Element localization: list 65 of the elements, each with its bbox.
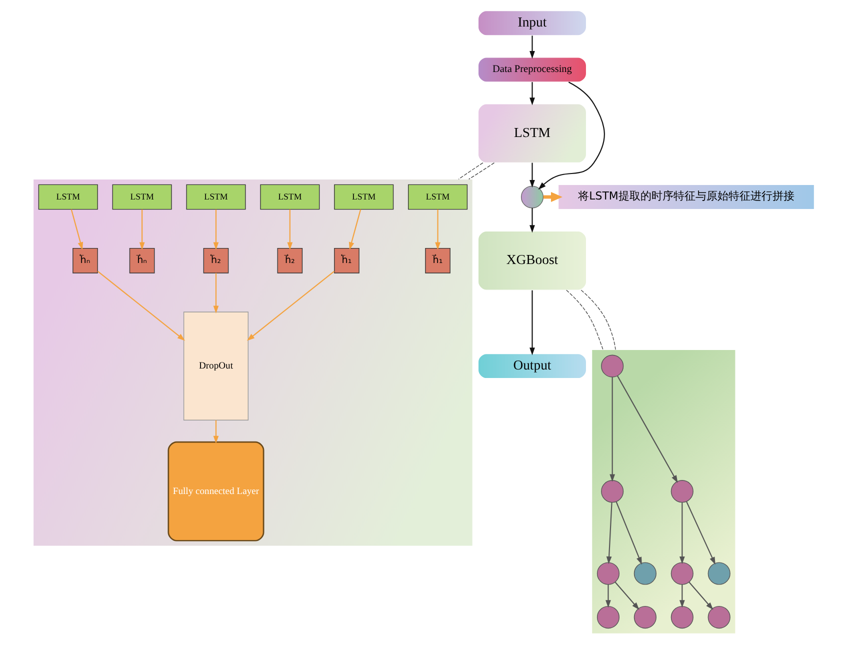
node-box: LSTM (186, 184, 246, 210)
arrow (435, 209, 440, 250)
arrow (616, 376, 678, 483)
arrow (679, 584, 685, 608)
arrow (530, 208, 535, 233)
arrow (287, 209, 293, 250)
arrow (70, 209, 84, 250)
node-box: XGBoost (478, 230, 587, 290)
node-circle (670, 606, 694, 629)
node-box: Data Preprocessing (478, 57, 587, 82)
arrow (606, 584, 611, 608)
connector (468, 162, 495, 180)
arrow (616, 501, 642, 565)
node-circle (596, 606, 620, 629)
arrow (139, 209, 145, 250)
arrow (213, 209, 219, 250)
node-box: h⃗₂ (277, 248, 303, 274)
cluster (591, 349, 736, 634)
node-circle (601, 480, 624, 503)
arrow (543, 192, 562, 202)
arrow (530, 162, 535, 188)
arrow (246, 270, 335, 341)
node-circle (520, 186, 544, 208)
node-box: h⃖₂ (203, 248, 229, 274)
arrow (530, 36, 535, 59)
connector (566, 290, 604, 350)
node-box: Input (478, 10, 587, 36)
node-circle (670, 562, 694, 585)
node-box: LSTM (408, 184, 468, 210)
arrow (606, 502, 612, 564)
node-box: LSTM (260, 184, 320, 210)
arrow (614, 582, 640, 610)
arrow (679, 502, 685, 564)
arrow (530, 290, 535, 356)
node-box: LSTM (334, 184, 394, 210)
node-circle (634, 606, 656, 629)
arrow (213, 420, 219, 444)
arrow (610, 377, 616, 482)
arrow (686, 501, 716, 565)
node-box: LSTM (112, 184, 172, 210)
arrow (348, 209, 362, 250)
cluster (32, 178, 474, 546)
node-circle (670, 480, 694, 503)
node-box: DropOut (183, 312, 248, 420)
node-circle (634, 562, 656, 585)
connector (458, 162, 484, 180)
node-circle (601, 354, 624, 378)
node-circle (708, 606, 730, 629)
arrow (538, 82, 605, 190)
node-box: 将LSTM提取的时序特征与原始特征进行拼接 (558, 184, 815, 210)
node-box: h⃖₁ (334, 248, 360, 274)
arrow (97, 270, 186, 341)
connector (580, 290, 616, 350)
node-box: Output (478, 353, 587, 379)
node-circle (708, 562, 730, 585)
arrow (213, 273, 219, 314)
arrow (688, 582, 714, 610)
node-box: LSTM (478, 104, 587, 164)
node-box: h⃗ₙ (129, 248, 155, 274)
node-box: h⃖ₙ (72, 248, 98, 274)
node-box: h⃗₁ (425, 248, 450, 274)
node-circle (596, 562, 620, 585)
arrow (530, 82, 535, 106)
node-box: LSTM (38, 184, 98, 210)
node-box: Fully connected Layer (168, 441, 264, 542)
